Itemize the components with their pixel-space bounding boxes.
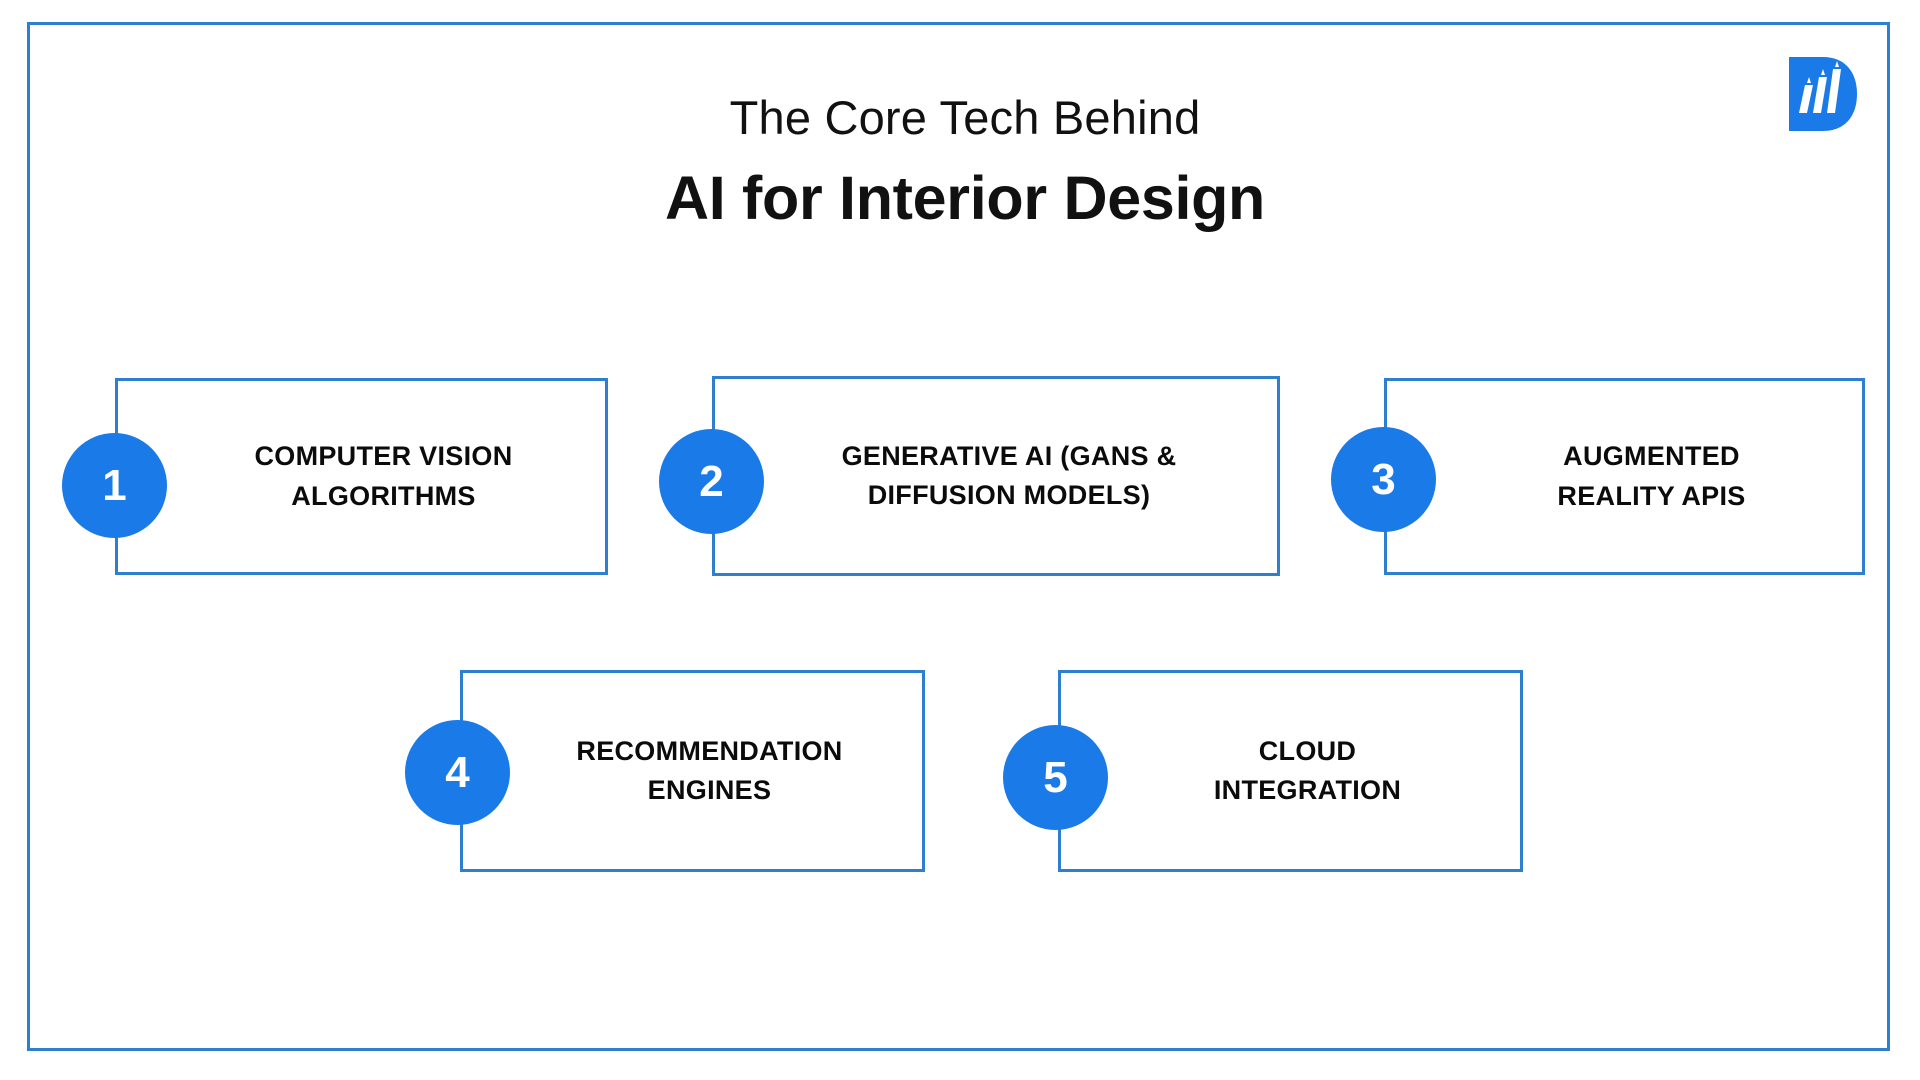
tech-card-2-label: GENERATIVE AI (GANS & DIFFUSION MODELS) (841, 440, 1177, 510)
tech-card-3-number: 3 (1371, 454, 1396, 504)
tech-card-2-number: 2 (699, 456, 724, 506)
tech-card-3[interactable]: AUGMENTED REALITY APIS (1384, 378, 1865, 575)
tech-card-4-number-badge: 4 (405, 720, 510, 825)
tech-card-5-number-badge: 5 (1003, 725, 1108, 830)
tech-card-3-number-badge: 3 (1331, 427, 1436, 532)
tech-card-5-label: CLOUD INTEGRATION (1213, 735, 1402, 805)
brand-logo-d-icon (1783, 55, 1861, 133)
tech-card-1-number-badge: 1 (62, 433, 167, 538)
page-border-frame (27, 22, 1890, 1051)
tech-card-3-label: AUGMENTED REALITY APIS (1557, 441, 1746, 511)
tech-card-1-number: 1 (102, 460, 127, 510)
tech-card-1-label: COMPUTER VISION ALGORITHMS (254, 441, 513, 511)
tech-card-2-number-badge: 2 (659, 429, 764, 534)
tech-card-1[interactable]: COMPUTER VISION ALGORITHMS (115, 378, 608, 575)
tech-card-4-label: RECOMMENDATION ENGINES (576, 735, 843, 805)
tech-card-5[interactable]: CLOUD INTEGRATION (1058, 670, 1523, 872)
tech-card-4[interactable]: RECOMMENDATION ENGINES (460, 670, 925, 872)
tech-card-5-number: 5 (1043, 752, 1068, 802)
tech-card-2[interactable]: GENERATIVE AI (GANS & DIFFUSION MODELS) (712, 376, 1280, 576)
tech-card-4-number: 4 (445, 747, 470, 797)
